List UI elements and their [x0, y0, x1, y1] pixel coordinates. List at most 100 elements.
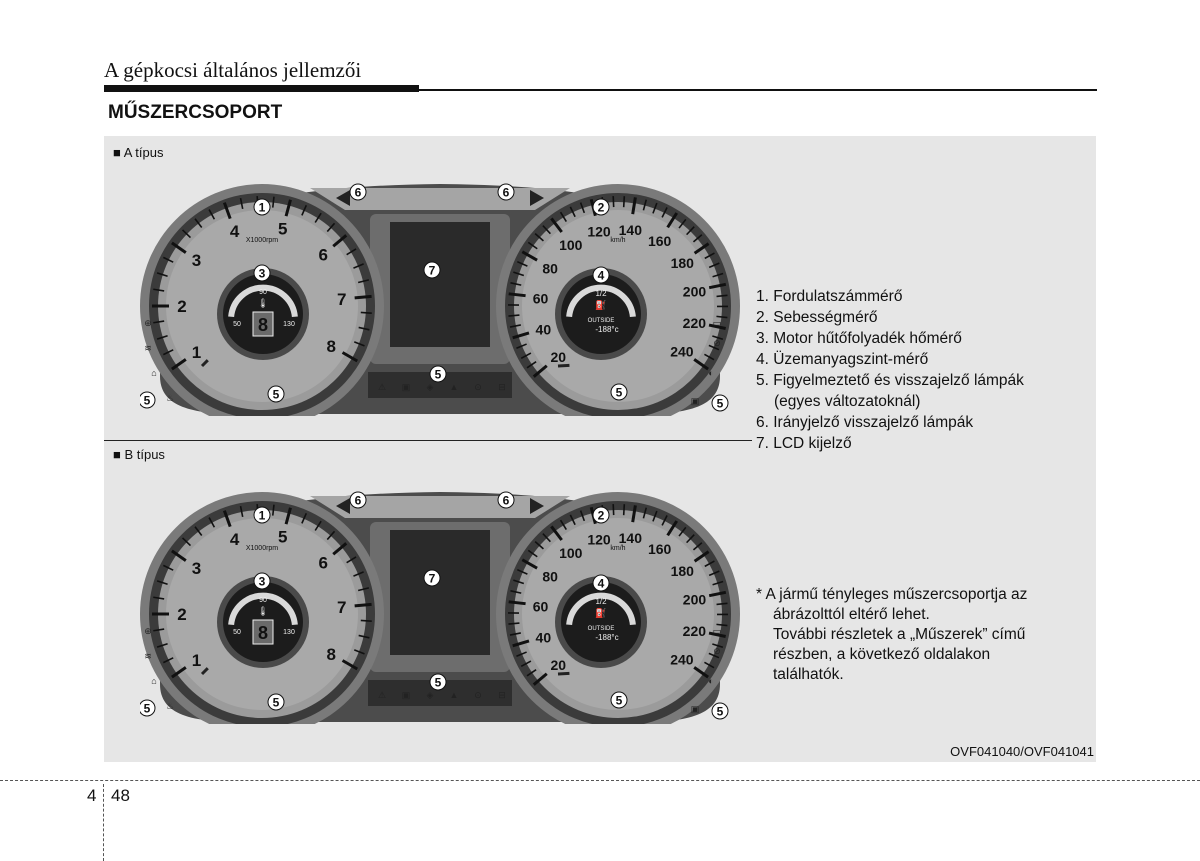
callout-marker [423, 261, 441, 279]
speed-gauge-label: 220 [683, 315, 707, 331]
temp-subgauge-scale [228, 592, 298, 626]
callout-number: 1 [259, 201, 266, 215]
callout-marker [140, 391, 156, 409]
speed-gauge-tick [692, 234, 703, 243]
tach-gauge-tick [208, 517, 216, 528]
tach-gauge-label: 3 [192, 251, 201, 270]
speed-gauge-tick [631, 505, 637, 523]
warning-lamp-icon: ⚠ [378, 382, 386, 392]
speed-gauge-tick [661, 515, 668, 526]
warning-lamp-icon: ≋ [144, 651, 152, 661]
warning-lamp-icon: ▣ [402, 382, 411, 392]
callout-number: 7 [429, 572, 436, 586]
speed-gauge-tick [708, 570, 720, 577]
speed-gauge-tick [510, 590, 522, 594]
callout-number: 3 [259, 575, 266, 589]
speed-gauge-unit: km/h [610, 237, 625, 244]
gear-indicator-box [252, 619, 274, 645]
tach-gauge-tick [326, 530, 336, 541]
speed-gauge-tick [550, 217, 563, 233]
legend-item: 7. LCD kijelző [756, 435, 852, 452]
speed-gauge-tick [716, 315, 728, 319]
speed-gauge-label: 60 [533, 598, 549, 614]
tach-gauge-label: 3 [192, 559, 201, 578]
tach-gauge-needle [200, 667, 209, 676]
speed-gauge-tick [642, 199, 648, 211]
tach-gauge-tick [346, 248, 357, 256]
temp-label-hot: 130 [283, 629, 295, 636]
legend-item: 1. Fordulatszámmérő [756, 288, 903, 305]
legend-item-note: (egyes változatoknál) [774, 393, 921, 410]
speed-gauge-label: 20 [550, 349, 566, 365]
callout-marker [711, 394, 729, 412]
header-bar [104, 85, 419, 92]
footnote-line: * A jármű tényleges műszercsoportja az [756, 586, 1028, 603]
tach-gauge-tick [284, 199, 292, 217]
speed-gauge-tick [693, 550, 710, 563]
temp-label-mid: 90 [259, 289, 267, 296]
speed-gauge-label: 40 [536, 630, 552, 646]
footnote-line: ábrázolttól eltérő lehet. [773, 606, 930, 623]
speed-gauge-tick [542, 225, 551, 235]
speed-gauge-tick [569, 514, 576, 526]
tach-gauge-label: 8 [327, 645, 336, 664]
tach-gauge-tick [171, 549, 187, 562]
tach-gauge-tick [301, 512, 308, 524]
gear-indicator-box [252, 311, 274, 337]
right-turn-arrow-icon [530, 498, 544, 514]
figure-code: OVF041040/OVF041041 [950, 744, 1094, 759]
warning-lamp-icon: ◐ [708, 368, 713, 378]
callout-number: 5 [717, 397, 724, 411]
warning-lamp-icon: ♨ [166, 701, 174, 711]
speed-gauge-tick [534, 541, 544, 550]
warning-lamp-icon: ⊕ [144, 626, 152, 636]
header-rule [419, 89, 1097, 91]
callout-marker [349, 491, 367, 509]
speed-gauge-tick [521, 558, 538, 570]
outside-temp-readout: -188°c [595, 325, 618, 334]
speed-gauge-tick [516, 260, 528, 267]
speed-gauge-tick [693, 358, 709, 371]
tach-gauge-unit: X1000rpm [246, 237, 278, 244]
fuel-pump-icon: ⛽ [595, 299, 606, 310]
tach-gauge-label: 4 [230, 530, 240, 549]
speed-gauge-tick [661, 207, 668, 218]
callout-marker [610, 383, 628, 401]
speed-gauge-tick [559, 519, 567, 530]
callout-number: 6 [503, 494, 510, 508]
warning-lamp-icon: ⊙ [474, 690, 482, 700]
speed-gauge-tick [712, 643, 724, 649]
tach-gauge-tick [354, 294, 372, 300]
callout-marker [497, 183, 515, 201]
speed-gauge-tick [708, 344, 720, 351]
tach-gauge-tick [360, 619, 372, 622]
speed-gauge-tick [678, 526, 687, 537]
tach-gauge-label: 2 [177, 297, 186, 316]
tach-gauge-tick [156, 335, 168, 340]
tach-gauge-tick [156, 643, 168, 648]
tach-gauge-tick [360, 311, 372, 314]
warning-lamp-icon: ▭ [713, 318, 722, 328]
outside-label: OUTSIDE [588, 318, 615, 324]
speed-gauge-tick [631, 197, 637, 215]
speed-gauge-tick [716, 623, 728, 627]
warning-lamp-icon: ▣ [691, 396, 700, 406]
footer-dashed-divider [103, 784, 104, 861]
speed-gauge-tick [520, 352, 532, 360]
figure-separator [104, 440, 752, 441]
chapter-title: A gépkocsi általános jellemzői [104, 58, 362, 82]
speed-gauge-tick [712, 580, 724, 586]
tach-gauge-label: 5 [278, 220, 287, 239]
callout-marker [610, 691, 628, 709]
legend-item: 2. Sebességmérő [756, 309, 878, 326]
callout-number: 3 [259, 267, 266, 281]
tach-gauge-tick [208, 209, 216, 220]
tach-gauge-tick [171, 666, 187, 679]
tach-gauge-tick [153, 320, 165, 324]
speed-gauge-tick [509, 324, 521, 328]
speed-gauge-tick [512, 639, 530, 648]
speed-gauge-label: 80 [542, 261, 558, 277]
section-title: MŰSZERCSOPORT [108, 102, 283, 123]
speed-gauge-tick [708, 323, 726, 330]
callout-number: 5 [616, 694, 623, 708]
